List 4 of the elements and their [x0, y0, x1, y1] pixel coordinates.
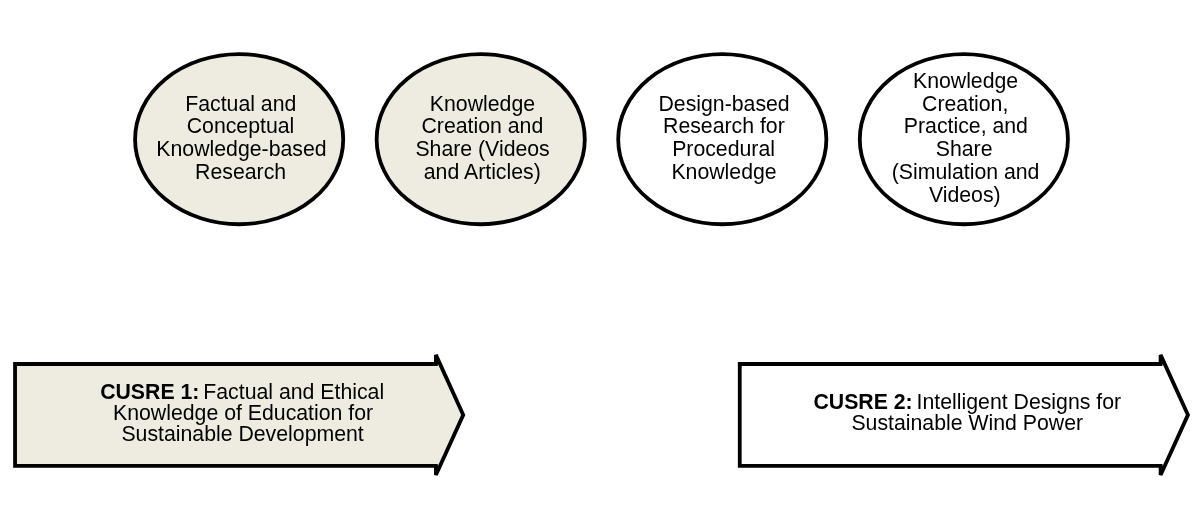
- node-ellipse: Knowledge Creation and Share (Videos and Articles): [374, 52, 587, 227]
- node-ellipse: Knowledge Creation, Practice, and Share (Simulation and Videos): [857, 52, 1070, 227]
- node-ellipse: Factual and Conceptual Knowledge-based Research: [133, 52, 346, 227]
- node-ellipse: Design-based Research for Procedural Knowledge: [616, 52, 829, 227]
